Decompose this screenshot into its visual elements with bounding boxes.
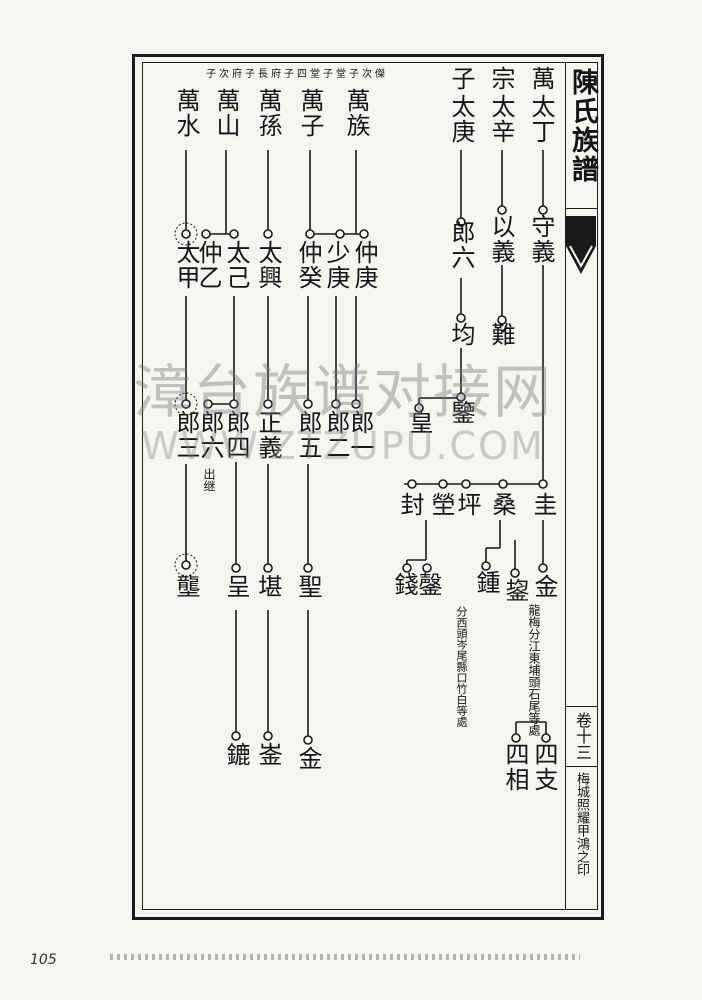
fishtail-mark [566,216,596,274]
person-wan-sun: 萬孫 [254,88,282,138]
person-shao-geng: 少庚 [322,240,350,290]
zi-label: 子 [447,66,475,91]
person-jian: 鑒 [447,400,475,425]
person-jin-left: 金 [294,746,322,771]
spine-divider-top [566,208,598,209]
person-jin-right: 金 [530,574,558,599]
person-feng: 封 [396,492,424,517]
person-tai-ji: 太己 [222,240,250,290]
book-title: 陳氏族譜 [567,68,598,184]
person-lang-wu: 郎五 [294,410,322,460]
note-chuji: 出继 [202,468,216,492]
person-kan: 堪 [254,574,282,599]
person-long: 壟 [172,574,200,599]
leaf-number: 105 [30,952,57,968]
person-si-xiang: 四相 [501,742,529,792]
person-wan-shan: 萬山 [212,88,240,138]
person-tai-xing: 太興 [254,240,282,290]
person-zhong: 鍾 [472,570,500,595]
note-jinjia-line1: 龍梅分江東埔頭石尾等處 [527,604,541,736]
person-jun: 均 [447,322,475,347]
person-zhong-yi: 仲乙 [194,240,222,290]
person-nan: 難 [487,322,515,347]
person-zheng-yi: 正義 [254,410,282,460]
printer-seal-text: 梅城照耀甲鴻之印 [574,772,589,876]
person-cong: 鏧 [414,572,442,597]
person-biao: 鏕 [222,742,250,767]
person-si-zhi: 四支 [530,742,558,792]
page-frame-outer [132,54,604,920]
person-tai-xin: 太辛 [487,94,515,144]
person-lang-liu-right: 郎六 [447,220,475,270]
person-yi-yi: 以義 [487,214,515,264]
person-sang: 桑 [488,492,516,517]
spine-divider-mid [566,706,598,707]
person-tai-geng: 太庚 [447,94,475,144]
person-zhong-gui: 仲癸 [294,240,322,290]
header-note-row: 子次府子長府子四堂子堂子次傑 [206,69,388,80]
person-cheng: 呈 [222,574,250,599]
person-wan-shui: 萬水 [172,88,200,138]
person-ping: 坪 [453,492,481,517]
person-qian: 錢 [390,572,418,597]
person-jin2: 鋆 [501,578,529,603]
watermark-chinese: 漳台族谱对接网 [132,358,553,426]
person-sheng: 聖 [294,574,322,599]
person-huang: 皇 [405,410,433,435]
person-wan-zi: 萬子 [296,88,324,138]
spine-border-left [565,62,566,910]
volume-page-label: 卷十三 [573,712,592,760]
person-tai-ding: 太丁 [527,94,555,144]
page-frame-inner [142,62,598,910]
person-lang-si: 郎四 [222,410,250,460]
person-yin: 崟 [254,742,282,767]
scan-noise-strip [110,954,580,960]
person-shou-yi: 守義 [527,214,555,264]
note-zhong: 分西頭岑尾縣口竹白等處 [455,606,468,727]
person-lang-yi: 郎一 [346,410,374,460]
person-tai-jia: 太甲 [172,240,200,290]
person-gui: 圭 [529,492,557,517]
person-lang-er: 郎二 [322,410,350,460]
person-wan-zu: 萬族 [342,88,370,138]
zong-label: 宗 [487,66,515,91]
person-lang-liu: 郎六 [196,410,224,460]
person-ying: 塋 [427,492,455,517]
wan-label: 萬 [527,66,555,91]
person-lang-san: 郎三 [172,410,200,460]
spine-divider-low [566,766,598,767]
watermark-url: WWW.ZTZUPU.COM [141,424,545,468]
person-zhong-geng: 仲庚 [350,240,378,290]
